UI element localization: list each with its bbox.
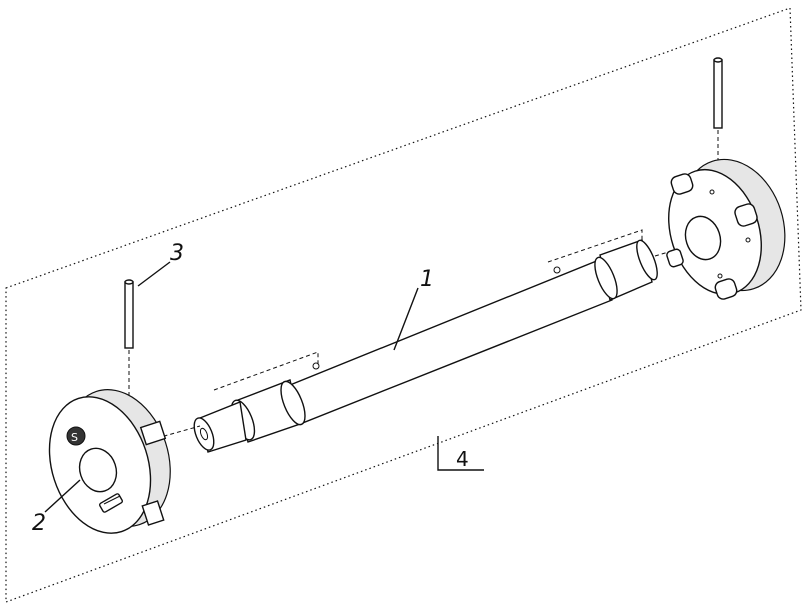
callout-shaft: 1 (393, 267, 434, 351)
label-assembly: 4 (456, 447, 469, 471)
brand-logo-icon: S (66, 426, 86, 446)
callout-flange: 2 (32, 479, 81, 536)
label-flange: 2 (32, 511, 46, 536)
shaft (149, 229, 683, 453)
assembly-boundary (5, 7, 802, 603)
label-shaft: 1 (420, 267, 434, 292)
callout-pin: 3 (137, 241, 184, 287)
svg-text:S: S (71, 431, 78, 444)
flange-right (666, 158, 786, 300)
callout-assembly: 4 (437, 436, 484, 471)
pin-right (713, 57, 723, 160)
label-pin: 3 (170, 241, 184, 266)
pin-left (124, 279, 134, 410)
flange-left: S (48, 389, 171, 534)
